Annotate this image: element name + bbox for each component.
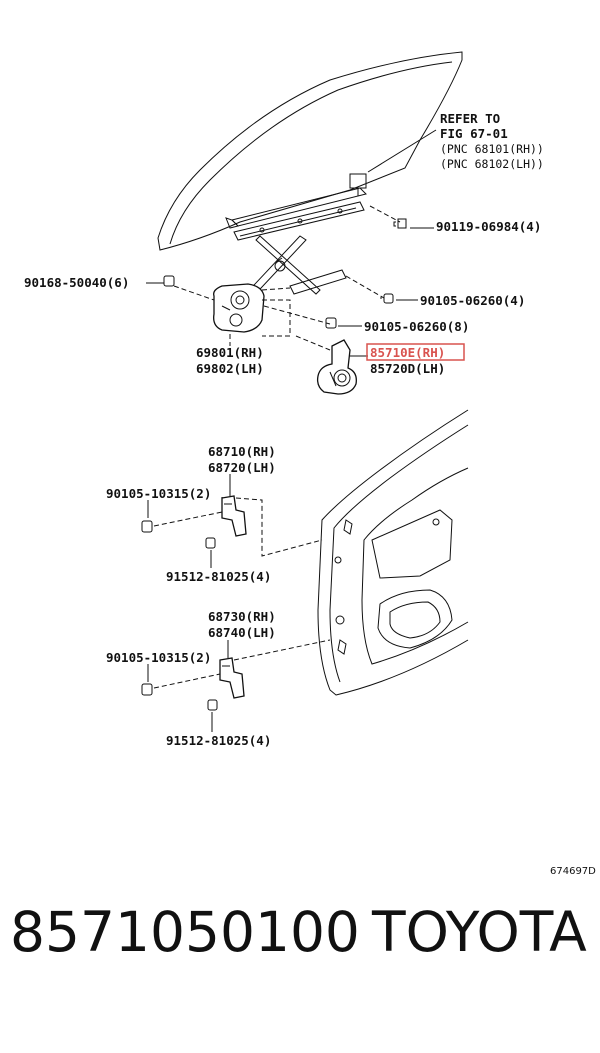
part-label-68730[interactable]: 68730(RH): [208, 609, 276, 624]
refer-line-2: FIG 67-01: [440, 126, 508, 141]
refer-line-3: (PNC 68101(RH)): [440, 142, 544, 156]
upper-hinge: [221, 495, 247, 537]
part-number: 8571050100: [10, 900, 360, 964]
part-label-90105-d[interactable]: 90105-10315(2): [106, 650, 211, 665]
part-label-69802[interactable]: 69802(LH): [196, 361, 264, 376]
part-label-91512-b[interactable]: 91512-81025(4): [166, 733, 271, 748]
bolt-icon: [205, 537, 216, 549]
refer-line-1: REFER TO: [440, 111, 500, 126]
part-label-85710-highlighted[interactable]: 85710E(RH): [370, 345, 445, 360]
regulator-lower-rail: [289, 269, 347, 295]
part-label-68740[interactable]: 68740(LH): [208, 625, 276, 640]
glass-run-channel: [225, 173, 367, 229]
window-motor: [316, 339, 357, 395]
leader-lines-bottom: [147, 474, 331, 732]
highlight-box: [366, 343, 465, 361]
bolt-icon: [207, 699, 218, 711]
leader-lines-top: [146, 129, 437, 357]
bolt-icon: [163, 275, 175, 287]
figure-reference: 674697D: [550, 866, 596, 877]
part-label-68710[interactable]: 68710(RH): [208, 444, 276, 459]
part-label-90119[interactable]: 90119-06984(4): [436, 219, 541, 234]
door-shell: [317, 409, 469, 696]
refer-line-4: (PNC 68102(LH)): [440, 157, 544, 171]
lower-hinge: [219, 657, 245, 699]
brand-name: TOYOTA: [372, 900, 587, 964]
part-label-68720[interactable]: 68720(LH): [208, 460, 276, 475]
part-label-90105-c[interactable]: 90105-10315(2): [106, 486, 211, 501]
part-label-69801[interactable]: 69801(RH): [196, 345, 264, 360]
door-glass: [157, 51, 463, 251]
regulator-rail: [233, 201, 365, 241]
parts-diagram: REFER TO FIG 67-01 (PNC 68101(RH)) (PNC …: [24, 51, 596, 877]
part-label-85720[interactable]: 85720D(LH): [370, 361, 445, 376]
footer: 8571050100 TOYOTA: [0, 905, 600, 1025]
part-label-90105-b[interactable]: 90105-06260(8): [364, 319, 469, 334]
bolt-icon: [141, 683, 153, 696]
regulator-bracket: [213, 283, 265, 333]
bolt-icon: [380, 293, 394, 304]
part-label-91512-a[interactable]: 91512-81025(4): [166, 569, 271, 584]
refer-note: REFER TO FIG 67-01 (PNC 68101(RH)) (PNC …: [440, 111, 544, 171]
bolt-icon: [141, 520, 153, 533]
bolt-icon: [393, 218, 407, 229]
part-label-90168[interactable]: 90168-50040(6): [24, 275, 129, 290]
part-label-90105-a[interactable]: 90105-06260(4): [420, 293, 525, 308]
